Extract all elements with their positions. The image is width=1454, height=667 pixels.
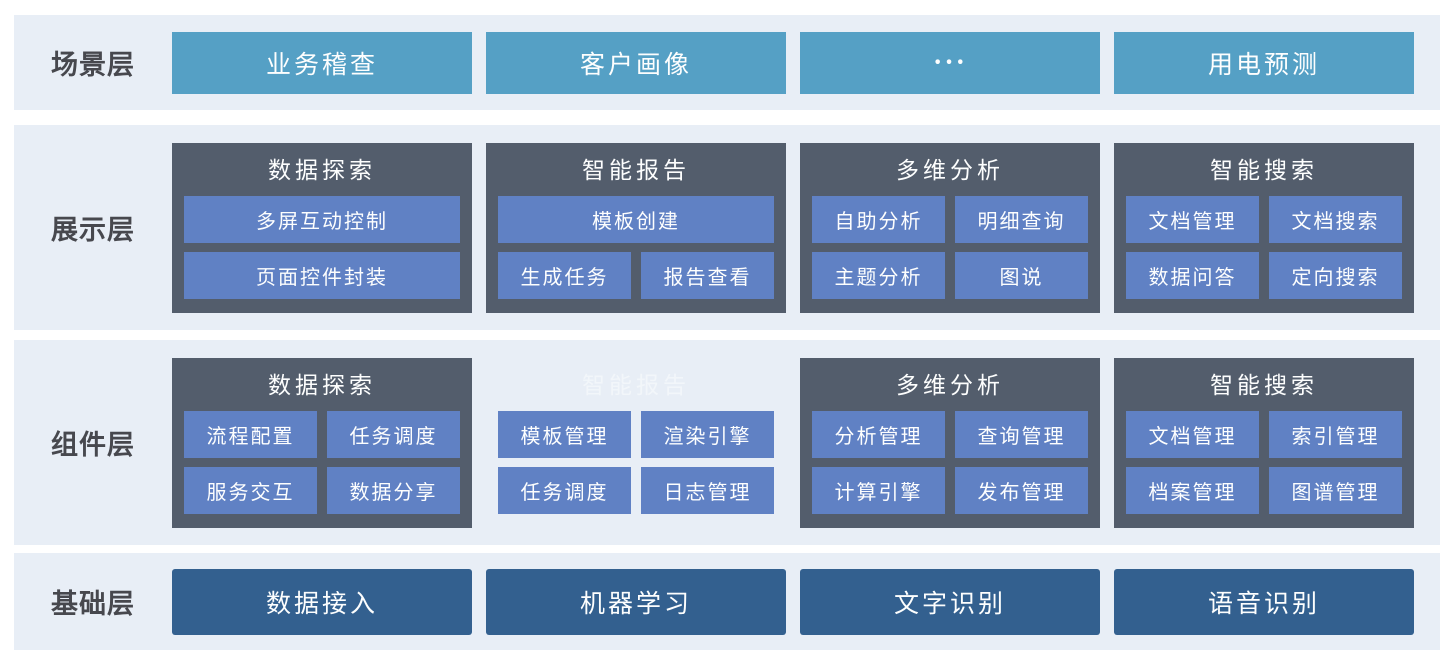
base-layer-buttons: 数据接入 机器学习 文字识别 语音识别 [172,568,1414,635]
base-block-ocr: 文字识别 [800,568,1100,635]
card-title: 多维分析 [896,157,1004,183]
card-title: 智能报告 [582,157,690,183]
card-title: 数据探索 [268,372,376,398]
scene-block-customer-profile: 客户画像 [486,31,786,94]
component-card-smart-search: 智能搜索 文档管理 索引管理 档案管理 图谱管理 [1114,357,1414,528]
feature-block: 文档管理 [1126,195,1259,243]
base-layer-label: 基础层 [51,589,135,619]
feature-block: 数据分享 [327,466,460,514]
scene-layer-buttons: 业务稽查 客户画像 ··· 用电预测 [172,31,1414,94]
card-title: 数据探索 [268,157,376,183]
feature-block: 文档管理 [1126,410,1259,458]
component-layer-band: 组件层 数据探索 流程配置 任务调度 服务交互 数据分享 智能报告 模板管理 渲… [14,340,1440,545]
feature-block: 分析管理 [812,410,945,458]
feature-block: 图谱管理 [1269,466,1402,514]
feature-block: 自助分析 [812,195,945,243]
component-card-data-explore: 数据探索 流程配置 任务调度 服务交互 数据分享 [172,357,472,528]
feature-block: 明细查询 [955,195,1088,243]
scene-block-business-audit: 业务稽查 [172,31,472,94]
feature-block: 查询管理 [955,410,1088,458]
feature-block: 流程配置 [184,410,317,458]
display-layer-band: 展示层 数据探索 多屏互动控制 页面控件封装 智能报告 模板创建 生成任务 报告… [14,125,1440,330]
component-card-multidim-analysis: 多维分析 分析管理 查询管理 计算引擎 发布管理 [800,357,1100,528]
feature-block: 档案管理 [1126,466,1259,514]
feature-block: 任务调度 [327,410,460,458]
feature-block: 模板管理 [498,410,631,458]
component-layer-cards: 数据探索 流程配置 任务调度 服务交互 数据分享 智能报告 模板管理 渲染引擎 … [172,357,1414,528]
base-layer-band: 基础层 数据接入 机器学习 文字识别 语音识别 [14,553,1440,650]
base-block-machine-learning: 机器学习 [486,568,786,635]
feature-block: 索引管理 [1269,410,1402,458]
feature-block: 主题分析 [812,251,945,299]
feature-block: 发布管理 [955,466,1088,514]
feature-block: 渲染引擎 [641,410,774,458]
feature-block: 报告查看 [641,251,774,299]
scene-layer-band: 场景层 业务稽查 客户画像 ··· 用电预测 [14,15,1440,110]
feature-block: 任务调度 [498,466,631,514]
scene-block-power-forecast: 用电预测 [1114,31,1414,94]
display-layer-label: 展示层 [51,215,135,245]
scene-layer-label: 场景层 [51,50,135,80]
display-card-multidim-analysis: 多维分析 自助分析 明细查询 主题分析 图说 [800,142,1100,313]
display-card-smart-search: 智能搜索 文档管理 文档搜索 数据问答 定向搜索 [1114,142,1414,313]
card-title: 智能搜索 [1210,372,1318,398]
base-block-speech-recognition: 语音识别 [1114,568,1414,635]
scene-block-more: ··· [800,31,1100,94]
display-layer-cards: 数据探索 多屏互动控制 页面控件封装 智能报告 模板创建 生成任务 报告查看 多… [172,142,1414,313]
feature-block: 定向搜索 [1269,251,1402,299]
feature-block: 图说 [955,251,1088,299]
feature-block: 数据问答 [1126,251,1259,299]
card-title: 智能搜索 [1210,157,1318,183]
card-title: 多维分析 [896,372,1004,398]
feature-block: 日志管理 [641,466,774,514]
feature-block: 文档搜索 [1269,195,1402,243]
feature-block: 生成任务 [498,251,631,299]
display-card-smart-report: 智能报告 模板创建 生成任务 报告查看 [486,142,786,313]
component-card-smart-report: 智能报告 模板管理 渲染引擎 任务调度 日志管理 [486,358,786,528]
display-card-data-explore: 数据探索 多屏互动控制 页面控件封装 [172,142,472,313]
feature-block: 页面控件封装 [184,251,460,299]
feature-block: 多屏互动控制 [184,195,460,243]
feature-block: 服务交互 [184,466,317,514]
feature-block: 计算引擎 [812,466,945,514]
component-layer-label: 组件层 [51,430,135,460]
card-title-ghost: 智能报告 [582,372,690,398]
base-block-data-access: 数据接入 [172,568,472,635]
feature-block: 模板创建 [498,195,774,243]
